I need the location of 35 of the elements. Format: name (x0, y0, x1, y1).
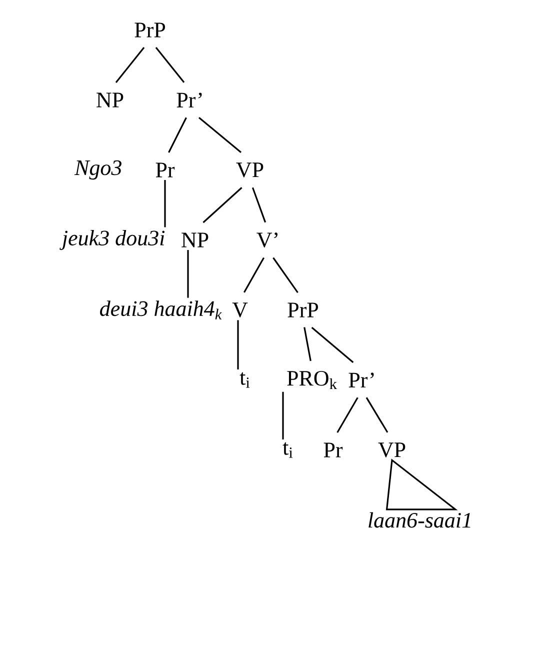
branch-line (304, 327, 312, 362)
category-label: NP (96, 92, 124, 108)
category-label: Pr (156, 162, 175, 178)
branch-line (282, 392, 284, 440)
leaf-text: deui3 haaih4$_{k}$ (100, 300, 222, 320)
branch-line (272, 257, 298, 293)
branch-line (336, 397, 358, 433)
leaf-text: Ngo3 (74, 160, 122, 180)
category-label: Pr (324, 442, 343, 458)
category-label: t$_{i}$ (282, 442, 293, 458)
branch-line (198, 116, 242, 153)
category-label: V’ (256, 232, 278, 248)
category-label: PrP (134, 22, 165, 38)
category-label: PRO$_{k}$ (287, 370, 337, 390)
category-label: Pr’ (348, 372, 374, 388)
branch-line (366, 397, 388, 433)
category-label: NP (182, 232, 208, 248)
category-label: V (232, 302, 248, 318)
branch-line (155, 46, 185, 83)
category-label: VP (236, 162, 264, 178)
branch-line (164, 180, 166, 228)
category-label: t$_{i}$ (240, 372, 250, 388)
branch-line (115, 47, 145, 83)
branch-line (237, 320, 239, 370)
category-label: Pr’ (176, 92, 202, 108)
branch-line (252, 187, 266, 223)
branch-line (187, 250, 189, 298)
leaf-text: jeuk3 dou3i (60, 230, 165, 250)
category-label: PrP (288, 302, 318, 318)
branch-line (202, 187, 242, 224)
branch-line (311, 326, 354, 364)
branch-line (244, 257, 264, 293)
leaf-text: laan6-saai1 (368, 512, 470, 528)
category-label: VP (378, 442, 406, 458)
branch-line (168, 117, 187, 153)
